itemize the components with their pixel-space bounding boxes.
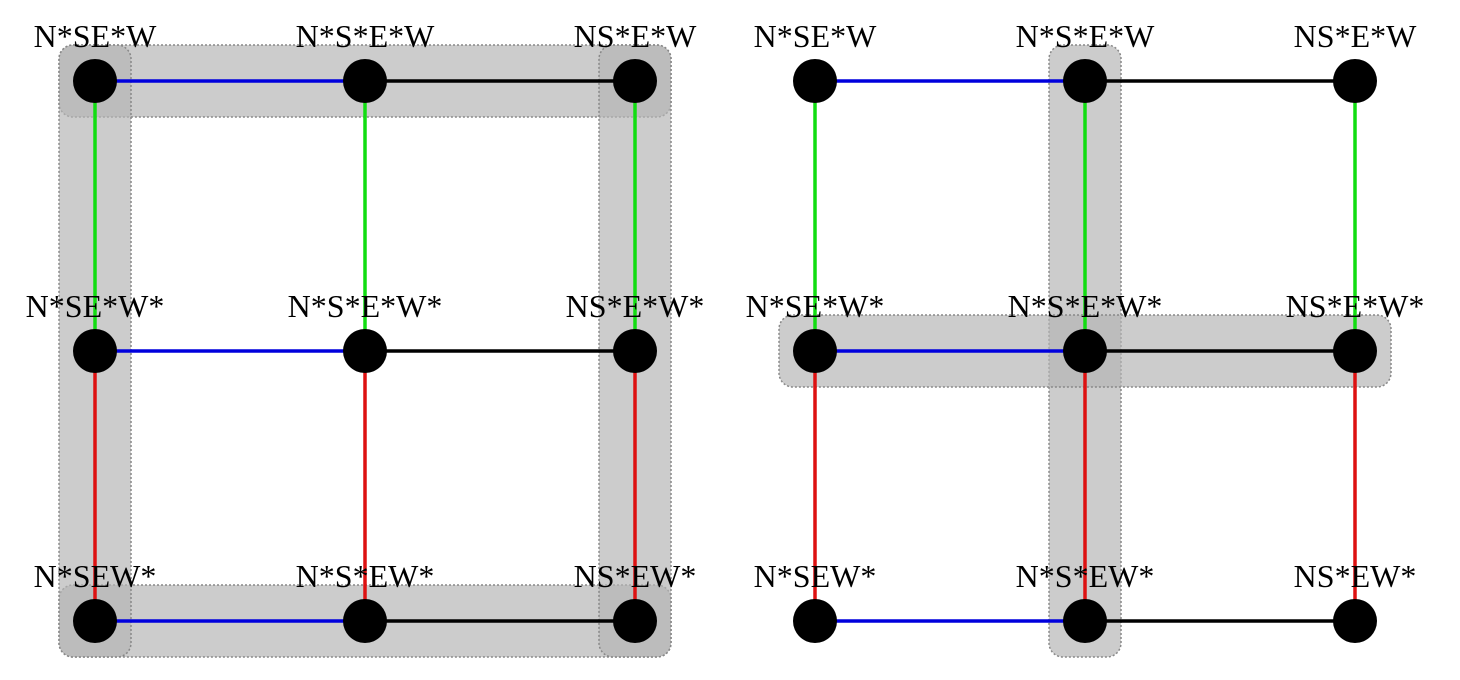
node-mr: [613, 329, 657, 373]
node-tm: [1063, 59, 1107, 103]
node-label-tm: N*S*E*W: [296, 18, 435, 54]
node-label-br: NS*EW*: [1294, 558, 1417, 594]
node-tl: [793, 59, 837, 103]
node-tl: [73, 59, 117, 103]
panel-left: N*SE*W N*S*E*W NS*E*W N*SE*W* N*S*E*W* NS*E*W…: [26, 18, 705, 658]
node-mr: [1333, 329, 1377, 373]
node-label-tr: NS*E*W: [574, 18, 697, 54]
node-label-mr: NS*E*W*: [1286, 288, 1425, 324]
panel-right: N*SE*W N*S*E*W NS*E*W N*SE*W* N*S*E*W* NS*E*W…: [746, 18, 1425, 658]
node-label-mm: N*S*E*W*: [1008, 288, 1163, 324]
node-layer: N*SE*W N*S*E*W NS*E*W N*SE*W* N*S*E*W* NS*E*W…: [746, 18, 1425, 643]
node-label-mm: N*S*E*W*: [288, 288, 443, 324]
edge-layer: [813, 79, 1357, 623]
node-label-bl: N*SEW*: [34, 558, 157, 594]
node-label-tm: N*S*E*W: [1016, 18, 1155, 54]
node-label-bm: N*S*EW*: [296, 558, 435, 594]
node-label-ml: N*SE*W*: [26, 288, 165, 324]
node-bm: [1063, 599, 1107, 643]
node-bl: [793, 599, 837, 643]
node-label-bm: N*S*EW*: [1016, 558, 1155, 594]
node-tr: [1333, 59, 1377, 103]
node-br: [613, 599, 657, 643]
node-tr: [613, 59, 657, 103]
node-bl: [73, 599, 117, 643]
node-label-br: NS*EW*: [574, 558, 697, 594]
edge-layer: [93, 79, 637, 623]
node-label-ml: N*SE*W*: [746, 288, 885, 324]
node-mm: [343, 329, 387, 373]
node-label-bl: N*SEW*: [754, 558, 877, 594]
node-ml: [793, 329, 837, 373]
node-bm: [343, 599, 387, 643]
node-ml: [73, 329, 117, 373]
node-layer: N*SE*W N*S*E*W NS*E*W N*SE*W* N*S*E*W* NS*E*W…: [26, 18, 705, 643]
node-label-tl: N*SE*W: [754, 18, 877, 54]
node-label-mr: NS*E*W*: [566, 288, 705, 324]
node-label-tr: NS*E*W: [1294, 18, 1417, 54]
node-label-tl: N*SE*W: [34, 18, 157, 54]
node-br: [1333, 599, 1377, 643]
node-mm: [1063, 329, 1107, 373]
node-tm: [343, 59, 387, 103]
